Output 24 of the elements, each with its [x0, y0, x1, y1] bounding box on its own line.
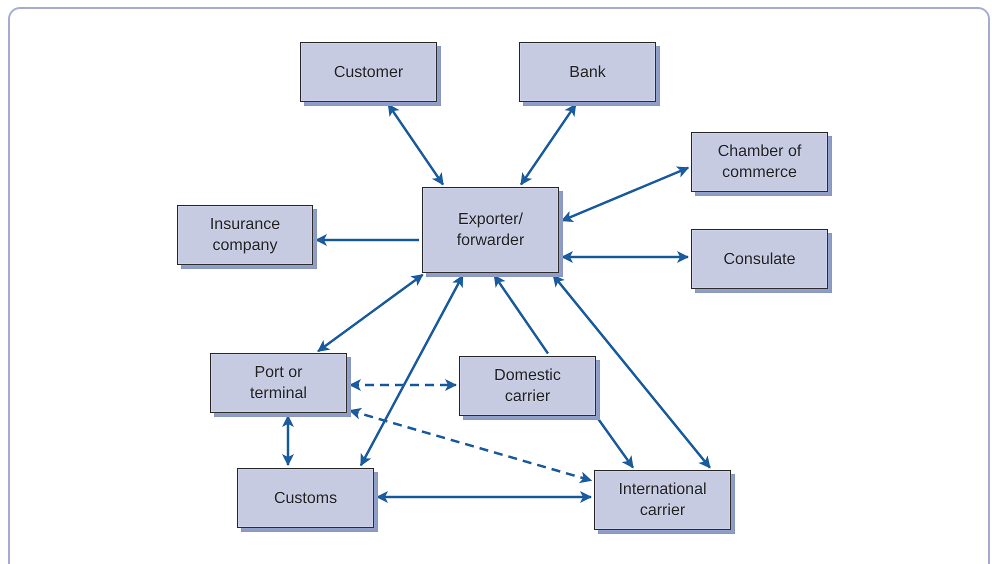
box-label: Bank	[569, 62, 606, 82]
arrow	[560, 166, 690, 222]
arrow	[493, 274, 550, 354]
arrow	[520, 104, 577, 186]
arrow	[315, 234, 419, 246]
arrow	[349, 379, 457, 391]
arrow	[561, 251, 689, 263]
box-label: Consulate	[723, 250, 796, 270]
box-label: Domestic carrier	[493, 366, 562, 407]
arrow	[596, 418, 634, 468]
arrow	[387, 104, 444, 186]
arrow	[348, 408, 592, 484]
arrow	[360, 274, 464, 466]
arrow	[376, 491, 592, 503]
arrow	[282, 415, 294, 466]
arrow	[317, 274, 424, 352]
box-label: Exporter/ forwarder	[456, 210, 526, 251]
box-label: Port or terminal	[249, 363, 308, 404]
box-label: Insurance company	[208, 215, 282, 256]
arrow	[552, 274, 711, 468]
box-label: International carrier	[617, 480, 708, 521]
box-label: Customs	[274, 488, 338, 508]
box-label: Customer	[334, 62, 404, 82]
box-label: Chamber of commerce	[716, 142, 802, 183]
